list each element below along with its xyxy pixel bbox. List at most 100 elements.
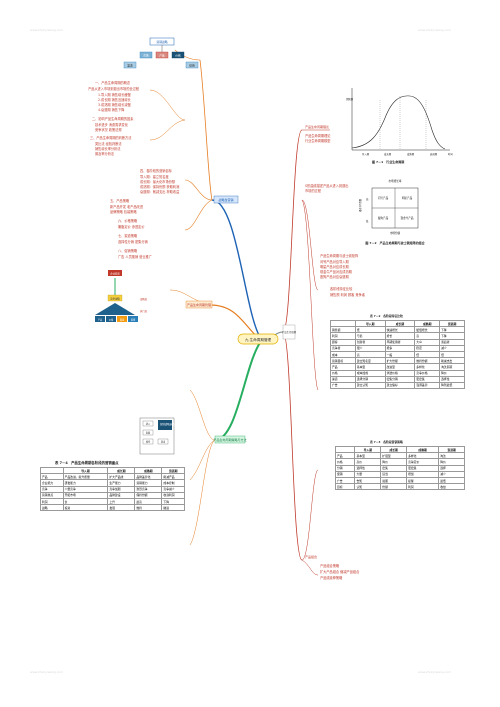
strategy-title: 营销战略选择: [160, 422, 175, 426]
table-row: 营销重点开拓市场品牌建设保持份额收割利润: [40, 491, 185, 499]
table-row: 渠道选择分销密集分销更密集选择性: [330, 375, 465, 383]
branch-label-br: 产品组合: [305, 554, 317, 559]
chart-stage-label: 导入期: [362, 152, 370, 156]
note: 市场的过程: [305, 189, 321, 193]
chart-stage-label: 成长期: [384, 152, 392, 156]
branch-line-br: [282, 331, 303, 561]
watermark: www.zhuliyiwang.com: [30, 28, 64, 32]
note: 三、产品生命周期的判断方法: [90, 136, 132, 140]
table1: 导入期 成长期 成熟期 衰退期 销售额低快速增长缓慢增长下降 利润亏损增长高下降…: [330, 319, 465, 390]
table3-caption: 表 7－4 产品生命周期各阶段的营销重点: [55, 461, 119, 465]
note: 普及率分析法: [95, 152, 115, 156]
table-row: 分销选择性密集更密集选择: [334, 464, 465, 472]
note: 品牌策略 包装策略: [110, 210, 137, 214]
watermark: www.zhuliyiwang.com: [418, 670, 452, 674]
strategy-box: 营销战略选择 进入 发展 维持 退出: [139, 417, 175, 455]
bcg-matrix: 市场增长率 问号产品 明星产品 瘦狗产品 现金牛产品 高 低 相对市场份额 市场…: [358, 179, 426, 245]
pyramid-base-box: [117, 316, 127, 322]
pyramid-triangle: [95, 303, 135, 315]
branch-label-ml: 产品生命周期管理: [187, 302, 211, 307]
matrix-corner: 高: [366, 197, 369, 201]
strategy-item-label: 进入: [146, 422, 151, 426]
note: 扩大产品组合 缩减产品组合: [320, 570, 360, 574]
branch-line-bl: [214, 339, 263, 441]
matrix-quadrant: 瘦狗产品: [378, 216, 389, 220]
note: 成长期：最大化市场份额: [140, 180, 176, 184]
cluster-box: [123, 61, 137, 69]
right-root-label: 产品生命周期: [282, 330, 297, 334]
branch-label-bl: 产品生命周期策略与方法: [213, 437, 246, 442]
matrix-quadrant: 问号产品: [378, 196, 389, 200]
table2: 导入期 成长期 成熟期 衰退期 产品基本型扩展型多样化淘汰 价格高价降价竞争定价…: [334, 445, 465, 491]
note: 撇脂定价 渗透定价: [118, 225, 145, 229]
pyramid-base-label: 价格: [109, 318, 114, 322]
matrix-corner: 低: [366, 219, 369, 223]
note: 产品生命周期与波士顿矩阵: [320, 254, 359, 258]
note: 八、促销策略: [118, 249, 138, 253]
cluster-box: [139, 51, 153, 59]
branch-line-tl: [211, 199, 263, 341]
note: 成熟期：保持份额 获取利润: [140, 185, 180, 189]
branch-node-tl[interactable]: [213, 195, 239, 204]
table-row: 广告建立认知建立偏好强调差异降到最低: [330, 381, 465, 390]
strategy-item: [142, 420, 154, 427]
pyramid-base-box: [106, 316, 116, 322]
branch-label-tl: 战略性营销: [218, 197, 233, 202]
branch-node-bl[interactable]: [214, 435, 246, 444]
note: 一、产品生命周期的概念: [95, 81, 131, 85]
pyramid-level-label: 执行层: [140, 309, 148, 313]
pyramid-level-label: 战略层: [140, 297, 148, 301]
matrix-quadrant: 现金牛产品: [401, 216, 414, 220]
cell: 广告: [330, 381, 356, 390]
pyramid-base-box: [128, 316, 138, 322]
matrix-axis-top: 市场增长率: [389, 179, 402, 183]
matrix-axis-bottom: 市场份额: [390, 231, 401, 235]
sub-line: [189, 439, 216, 546]
center-node[interactable]: [237, 333, 279, 345]
chart-ylabel: 销售额: [346, 97, 354, 101]
sub-line: [189, 389, 216, 441]
cluster-box-label: 产品: [159, 54, 165, 58]
sub-line: [174, 49, 201, 61]
cell: 建立偏好: [384, 381, 416, 390]
table-header-row: 导入期 成长期 成熟期 衰退期: [40, 466, 185, 475]
note: 销售额 利润 顾客 竞争者: [330, 293, 365, 297]
table-row: 竞争者很少增多稳定减少: [330, 344, 465, 352]
note: 类比法 经验判断法: [95, 142, 122, 146]
sub-line: [189, 439, 216, 481]
pyramid-top: [108, 270, 122, 276]
note: 技术进步 消费需求变化: [95, 123, 128, 127]
table-row: 战略投资发展维持撤退: [40, 504, 185, 512]
note: 竞争状况 政策法规: [95, 128, 122, 132]
right-root-node[interactable]: [282, 324, 296, 340]
sub-line: [301, 559, 319, 576]
note: 产品生命周期理论: [305, 134, 331, 138]
table-row: 价格成本加成渗透价格竞争价格降价: [330, 369, 465, 377]
matrix-axis-left: 相对市场份额: [358, 198, 362, 212]
note: 选择性分销 密集分销: [118, 240, 148, 244]
cell: 投资: [62, 504, 109, 512]
note: 行业生命周期模型: [305, 139, 331, 143]
top-cluster: 营销战略 市场 产品 价格 渠道 促销: [123, 37, 199, 69]
note: 产品从进入市场到退出市场的全过程: [88, 87, 139, 91]
cell: 撤退: [161, 504, 185, 512]
strategy-dark-block: [158, 420, 172, 430]
cell: 收益: [438, 483, 465, 491]
note: S形曲线描述产品从进入到退出: [305, 184, 349, 188]
table3: 导入期 成长期 成熟期 衰退期 产品产品改进，提升质量扩大产品线品牌差异化削减产…: [40, 466, 185, 512]
note: 四、各阶段的营销目标: [140, 169, 172, 173]
matrix-caption: 图 7－2 产品生命周期与波士顿矩阵的结合: [365, 240, 425, 245]
note: 广告 人员推销 营业推广: [118, 255, 152, 259]
note: 3.成熟期 销售增长减慢: [98, 103, 131, 107]
note: 问号产品对应导入期: [320, 260, 349, 264]
watermark: www.zhuliyiwang.com: [30, 670, 64, 674]
chart-caption: 图 7－1 行业生命周期: [372, 159, 404, 164]
lifecycle-curve: [351, 95, 446, 150]
strategy-item: [142, 438, 154, 445]
cell: 目标: [334, 483, 356, 491]
note: 2.成长期 销售迅速增长: [98, 98, 131, 102]
branch-node-ml[interactable]: [185, 300, 213, 309]
watermark: www.zhuliyiwang.com: [418, 28, 452, 32]
chart-xlabel: 时间: [448, 152, 453, 156]
